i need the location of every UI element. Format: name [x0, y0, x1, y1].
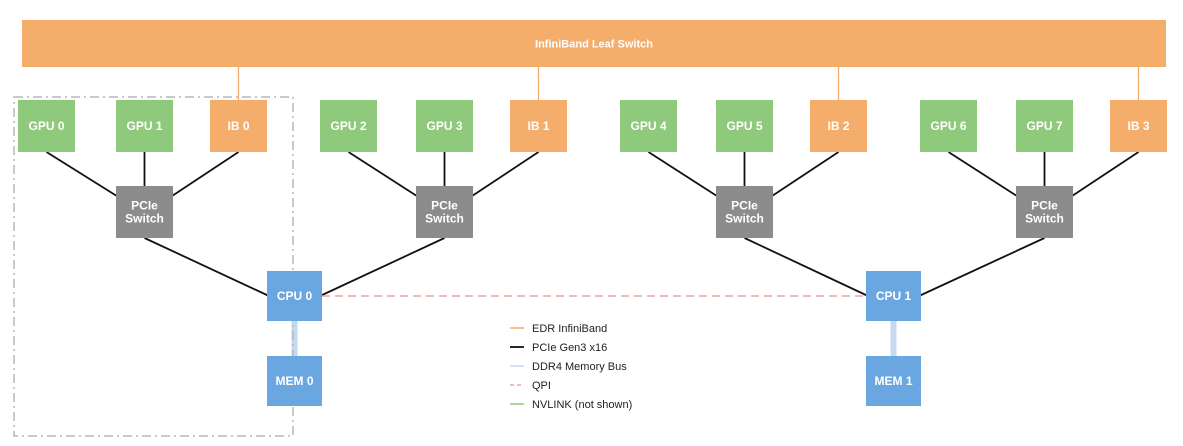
gpu-node-box	[116, 100, 173, 152]
pcie-link	[348, 151, 421, 199]
pcie-switch-node-box	[416, 186, 473, 238]
gpu-node: GPU 4	[620, 100, 677, 152]
pcie-link	[46, 151, 121, 199]
gpu-node-box	[1016, 100, 1073, 152]
cpu-node-box	[267, 271, 322, 321]
memory-node: MEM 0	[267, 356, 322, 406]
memory-node-label: MEM 0	[275, 374, 313, 388]
legend-item: EDR InfiniBand	[510, 323, 607, 335]
cpu-node: CPU 0	[267, 271, 322, 321]
memory-node-box	[866, 356, 921, 406]
pcie-switch-node-label: Switch	[425, 212, 464, 226]
ib-adapter-node-label: IB 3	[1127, 119, 1149, 133]
pcie-link	[319, 237, 445, 297]
gpu-node-label: GPU 4	[630, 119, 666, 133]
links-layer	[13, 67, 1140, 437]
legend-item: DDR4 Memory Bus	[510, 361, 627, 373]
gpu-node-box	[18, 100, 75, 152]
ib-adapter-node-box	[210, 100, 267, 152]
legend-label: EDR InfiniBand	[532, 323, 607, 335]
gpu-node-label: GPU 0	[28, 119, 64, 133]
pcie-switch-node-label: PCIe	[1031, 199, 1058, 213]
pcie-link	[768, 151, 839, 199]
legend-label: NVLINK (not shown)	[532, 399, 632, 411]
pcie-link	[168, 151, 239, 199]
ib-adapter-node: IB 1	[510, 100, 567, 152]
gpu-node-label: GPU 7	[1026, 119, 1062, 133]
legend-label: PCIe Gen3 x16	[532, 342, 607, 354]
cpu-node: CPU 1	[866, 271, 921, 321]
gpu-node-box	[620, 100, 677, 152]
legend-item: NVLINK (not shown)	[510, 399, 632, 411]
cpu-node-box	[866, 271, 921, 321]
pcie-link	[648, 151, 721, 199]
legend-item: QPI	[510, 380, 551, 392]
gpu-node-label: GPU 2	[330, 119, 366, 133]
legend-label: QPI	[532, 380, 551, 392]
infiniband-leaf-switch-box	[22, 20, 1166, 67]
pcie-switch-node-label: Switch	[725, 212, 764, 226]
infiniband-leaf-switch-label: InfiniBand Leaf Switch	[535, 39, 653, 51]
memory-node-label: MEM 1	[874, 374, 912, 388]
ib-adapter-node-box	[510, 100, 567, 152]
pcie-link	[948, 151, 1021, 199]
pcie-switch-node-label: PCIe	[731, 199, 758, 213]
gpu-node: GPU 1	[116, 100, 173, 152]
ib-adapter-node-box	[1110, 100, 1167, 152]
gpu-node-label: GPU 3	[426, 119, 462, 133]
gpu-node-label: GPU 6	[930, 119, 966, 133]
pcie-switch-node-label: PCIe	[131, 199, 158, 213]
gpu-node: GPU 2	[320, 100, 377, 152]
pcie-link	[1068, 151, 1139, 199]
ib-adapter-node-label: IB 1	[527, 119, 549, 133]
ib-adapter-node: IB 2	[810, 100, 867, 152]
pcie-switch-node-box	[716, 186, 773, 238]
cpu-node-label: CPU 0	[277, 289, 313, 303]
gpu-node-label: GPU 1	[126, 119, 162, 133]
gpu-node-box	[416, 100, 473, 152]
gpu-node: GPU 0	[18, 100, 75, 152]
pcie-switch-node-box	[116, 186, 173, 238]
gpu-node: GPU 6	[920, 100, 977, 152]
pcie-link	[468, 151, 539, 199]
memory-node-box	[267, 356, 322, 406]
memory-node: MEM 1	[866, 356, 921, 406]
gpu-node-label: GPU 5	[726, 119, 762, 133]
legend-item: PCIe Gen3 x16	[510, 342, 607, 354]
ib-adapter-node-label: IB 2	[827, 119, 849, 133]
cpu-node-label: CPU 1	[876, 289, 912, 303]
infiniband-leaf-switch: InfiniBand Leaf Switch	[22, 20, 1166, 67]
gpu-node-box	[716, 100, 773, 152]
gpu-node-box	[920, 100, 977, 152]
pcie-link	[744, 237, 869, 297]
ib-adapter-node: IB 3	[1110, 100, 1167, 152]
ib-adapter-node-label: IB 0	[227, 119, 249, 133]
pcie-link	[918, 237, 1045, 297]
ib-adapter-node: IB 0	[210, 100, 267, 152]
ib-adapter-node-box	[810, 100, 867, 152]
gpu-node: GPU 3	[416, 100, 473, 152]
legend-label: DDR4 Memory Bus	[532, 361, 627, 373]
pcie-switch-node-label: Switch	[1025, 212, 1064, 226]
gpu-node: GPU 7	[1016, 100, 1073, 152]
node-boundary-outline	[13, 96, 294, 437]
pcie-switch-node-label: PCIe	[431, 199, 458, 213]
pcie-link	[144, 237, 270, 297]
pcie-switch-node-box	[1016, 186, 1073, 238]
gpu-node: GPU 5	[716, 100, 773, 152]
pcie-switch-node-label: Switch	[125, 212, 164, 226]
gpu-node-box	[320, 100, 377, 152]
